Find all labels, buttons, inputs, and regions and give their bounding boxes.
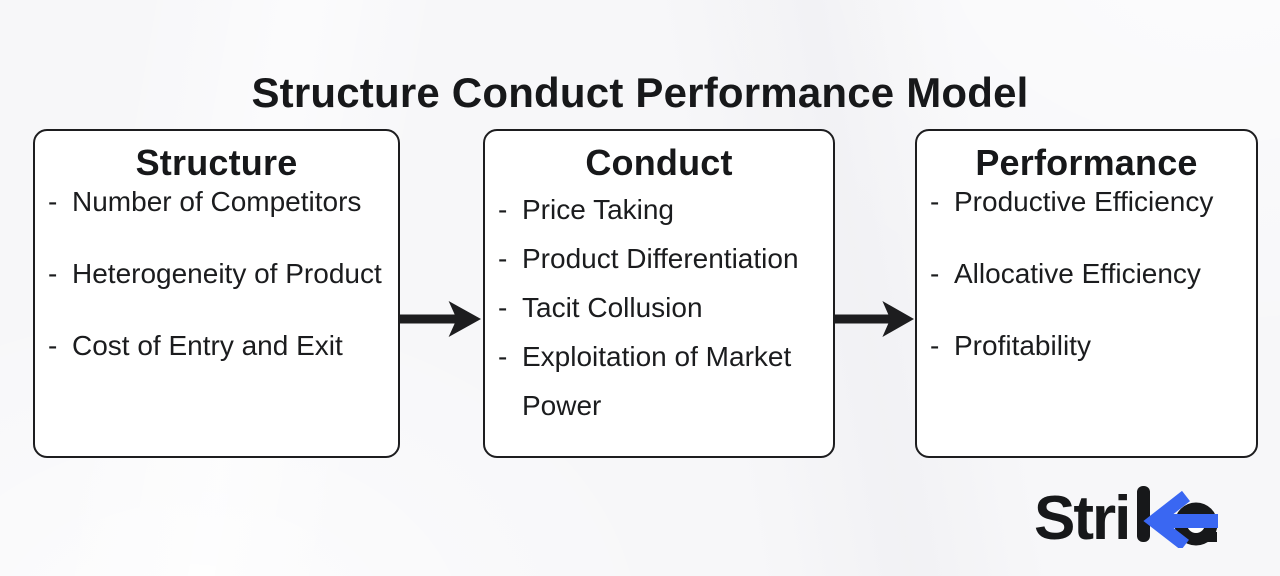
list-item-label: Exploitation of Market Power (522, 341, 792, 421)
list-item: - Cost of Entry and Exit (48, 329, 388, 363)
dash-bullet: - (498, 292, 508, 323)
box-conduct: Conduct - Price Taking - Product Differe… (483, 129, 835, 458)
strike-logo: Stri e (1034, 484, 1218, 548)
dash-bullet: - (48, 330, 58, 361)
dash-bullet: - (930, 258, 940, 289)
list-item: - Allocative Efficiency (930, 257, 1246, 291)
arrow-right-icon (400, 301, 481, 337)
dash-bullet: - (48, 186, 58, 217)
list-item-label: Productive Efficiency (954, 186, 1214, 217)
list-item-label: Allocative Efficiency (954, 258, 1201, 289)
box-structure: Structure - Number of Competitors - Hete… (33, 129, 400, 458)
list-item: - Profitability (930, 329, 1246, 363)
logo-k-stem (1137, 486, 1150, 542)
page-title: Structure Conduct Performance Model (251, 69, 1029, 117)
list-item-label: Tacit Collusion (522, 292, 703, 323)
list-item: - Price Taking (498, 185, 823, 234)
list-item: - Tacit Collusion (498, 283, 823, 332)
box-conduct-heading: Conduct (585, 142, 733, 183)
structure-item-list: - Number of Competitors - Heterogeneity … (35, 185, 398, 363)
box-structure-heading: Structure (135, 142, 298, 183)
dash-bullet: - (498, 243, 508, 274)
box-performance: Performance - Productive Efficiency - Al… (915, 129, 1258, 458)
dash-bullet: - (930, 186, 940, 217)
list-item-label: Product Differentiation (522, 243, 799, 274)
list-item-label: Heterogeneity of Product (72, 258, 382, 289)
conduct-item-list: - Price Taking - Product Differentiation… (485, 185, 833, 430)
list-item-label: Cost of Entry and Exit (72, 330, 343, 361)
dash-bullet: - (48, 258, 58, 289)
list-item-label: Price Taking (522, 194, 675, 225)
logo-text-prefix: Stri (1034, 484, 1129, 548)
list-item: - Heterogeneity of Product (48, 257, 388, 291)
dash-bullet: - (930, 330, 940, 361)
dash-bullet: - (498, 194, 508, 225)
box-performance-heading: Performance (975, 142, 1198, 183)
performance-item-list: - Productive Efficiency - Allocative Eff… (917, 185, 1256, 363)
arrow-right-icon (835, 301, 914, 337)
list-item-label: Profitability (954, 330, 1091, 361)
list-item: - Number of Competitors (48, 185, 388, 219)
list-item: - Product Differentiation (498, 234, 823, 283)
logo-arrow-left-icon (1143, 490, 1218, 548)
list-item-label: Number of Competitors (72, 186, 362, 217)
dash-bullet: - (498, 341, 508, 372)
list-item: - Exploitation of Market Power (498, 332, 823, 430)
list-item: - Productive Efficiency (930, 185, 1246, 219)
